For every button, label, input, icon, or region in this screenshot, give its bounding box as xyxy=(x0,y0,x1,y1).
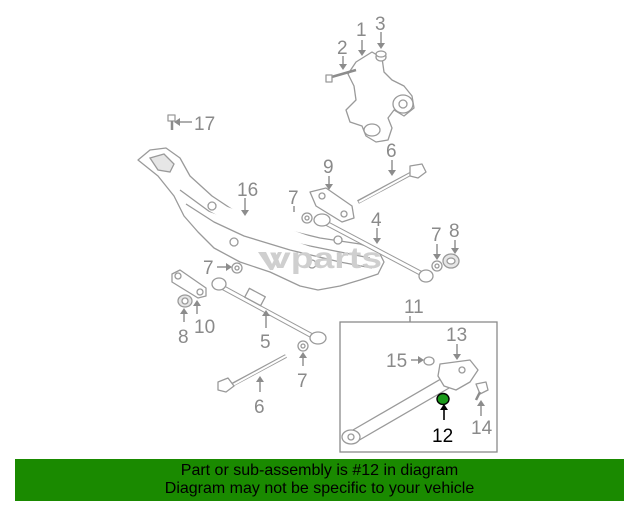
callout-14[interactable]: 14 xyxy=(471,418,493,439)
callout-8-left[interactable]: 8 xyxy=(178,327,189,348)
bolt-6-lower-part[interactable] xyxy=(217,354,287,393)
info-banner-line-2: Diagram may not be specific to your vehi… xyxy=(164,480,475,497)
nut-15-part[interactable] xyxy=(423,356,435,366)
bushing-8b-part[interactable] xyxy=(177,294,193,308)
callout-6-lower[interactable]: 6 xyxy=(254,397,265,418)
callout-11[interactable]: 11 xyxy=(404,297,424,318)
washer-7c-part[interactable] xyxy=(231,262,243,274)
washer-7d-part[interactable] xyxy=(297,340,309,352)
washer-7a-part[interactable] xyxy=(301,212,313,224)
callout-3[interactable]: 3 xyxy=(375,14,386,35)
callout-5[interactable]: 5 xyxy=(260,332,271,353)
watermark-logo: vparts xyxy=(258,242,382,275)
bushing-12-highlighted-part[interactable] xyxy=(436,392,450,406)
callout-8-right[interactable]: 8 xyxy=(449,221,460,242)
callout-13[interactable]: 13 xyxy=(446,325,467,346)
callout-12-highlighted[interactable]: 12 xyxy=(432,426,453,447)
callout-7-lower[interactable]: 7 xyxy=(297,371,308,392)
nut-3-part[interactable] xyxy=(375,50,387,62)
callout-9[interactable]: 9 xyxy=(323,157,334,178)
knuckle-part[interactable] xyxy=(345,51,415,143)
callout-2[interactable]: 2 xyxy=(337,38,348,59)
info-banner-line-1: Part or sub-assembly is #12 in diagram xyxy=(180,462,459,479)
callout-7-left[interactable]: 7 xyxy=(203,258,214,279)
callout-17[interactable]: 17 xyxy=(194,114,215,135)
crossmember-part[interactable] xyxy=(137,147,385,291)
callout-1[interactable]: 1 xyxy=(356,20,367,41)
leader-lines xyxy=(174,32,485,416)
bushing-8a-part[interactable] xyxy=(442,253,460,269)
callout-15[interactable]: 15 xyxy=(386,351,407,372)
callout-10[interactable]: 10 xyxy=(194,317,215,338)
highlight-arrow xyxy=(440,404,448,420)
washer-7b-part[interactable] xyxy=(431,260,443,272)
bolt-6-upper-part[interactable] xyxy=(357,163,427,204)
callout-7-right[interactable]: 7 xyxy=(431,225,442,246)
link-5-part[interactable] xyxy=(211,277,327,345)
bolt-17-part[interactable] xyxy=(167,114,176,130)
link-4-part[interactable] xyxy=(313,213,434,283)
bolt-14-part[interactable] xyxy=(474,381,489,401)
plate-10-part[interactable] xyxy=(171,269,207,299)
info-banner: Part or sub-assembly is #12 in diagram D… xyxy=(15,459,624,501)
callout-4[interactable]: 4 xyxy=(371,210,382,231)
callout-6-upper[interactable]: 6 xyxy=(386,141,397,162)
plate-9-part[interactable] xyxy=(309,187,355,223)
callout-7-upper[interactable]: 7 xyxy=(288,188,299,209)
watermark-text: vparts xyxy=(270,242,382,275)
sub-assembly-box xyxy=(339,321,498,453)
bolt-2-part[interactable] xyxy=(325,68,357,83)
bracket-13-part[interactable] xyxy=(437,359,479,391)
callout-16[interactable]: 16 xyxy=(237,180,258,201)
